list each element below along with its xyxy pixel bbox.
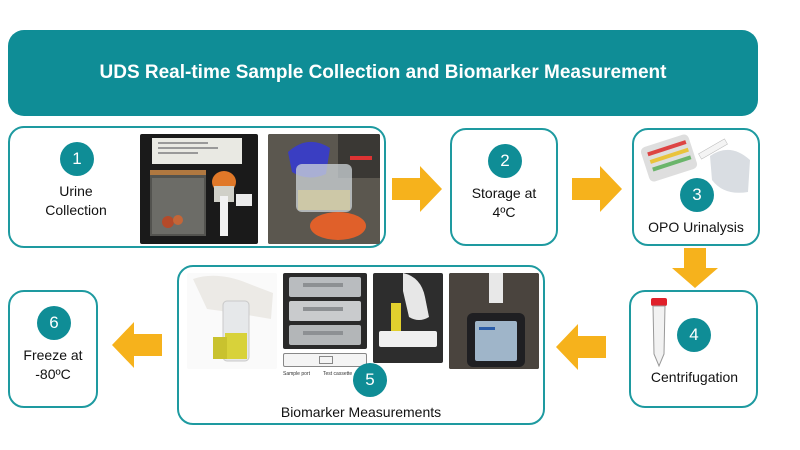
step-5-label: Biomarker Measurements (280, 404, 442, 420)
step-1-number: 1 (60, 142, 94, 176)
step-2-label: Storage at 4ºC (471, 185, 537, 220)
step-6-number: 6 (37, 306, 71, 340)
step-6-label: Freeze at -80ºC (23, 347, 83, 382)
arrow-5-to-6 (112, 322, 162, 368)
centrifuge-tube-icon (647, 298, 671, 368)
step-4-box: 4 Centrifugation (629, 290, 758, 408)
step-2-number: 2 (488, 144, 522, 178)
urine-cup-photo (268, 134, 380, 244)
step-4-label: Centrifugation (650, 369, 739, 385)
step-2-box: 2 Storage at 4ºC (450, 128, 558, 246)
arrow-1-to-2 (392, 166, 442, 212)
arrow-3-to-4 (672, 248, 718, 288)
cassette-diagram: Sample port Test cassette (283, 351, 367, 383)
test-cassettes-photo (283, 273, 367, 349)
urine-kit-photo (140, 134, 258, 244)
pipetting-photo (373, 273, 443, 363)
reader-device-photo (449, 273, 539, 369)
urinalysis-photo (640, 132, 752, 198)
sample-port-caption: Sample port (283, 371, 310, 377)
step-5-box: Sample port Test cassette 5 Biomarker Me… (177, 265, 545, 425)
step-1-box: 1 Urine Collection (8, 126, 386, 248)
step-3-number: 3 (680, 178, 714, 212)
step-5-number: 5 (353, 363, 387, 397)
step-3-label: OPO Urinalysis (648, 219, 744, 235)
title-banner: UDS Real-time Sample Collection and Biom… (8, 30, 758, 116)
arrow-2-to-3 (572, 166, 622, 212)
step-4-number: 4 (677, 318, 711, 352)
step-1-label: Urine Collection (45, 183, 107, 218)
step-6-box: 6 Freeze at -80ºC (8, 290, 98, 408)
page-title: UDS Real-time Sample Collection and Biom… (99, 62, 667, 83)
test-cassette-caption: Test cassette (323, 371, 353, 377)
step-3-box: 3 OPO Urinalysis (632, 128, 760, 246)
arrow-4-to-5 (556, 324, 606, 370)
sample-tube-photo (187, 273, 277, 369)
